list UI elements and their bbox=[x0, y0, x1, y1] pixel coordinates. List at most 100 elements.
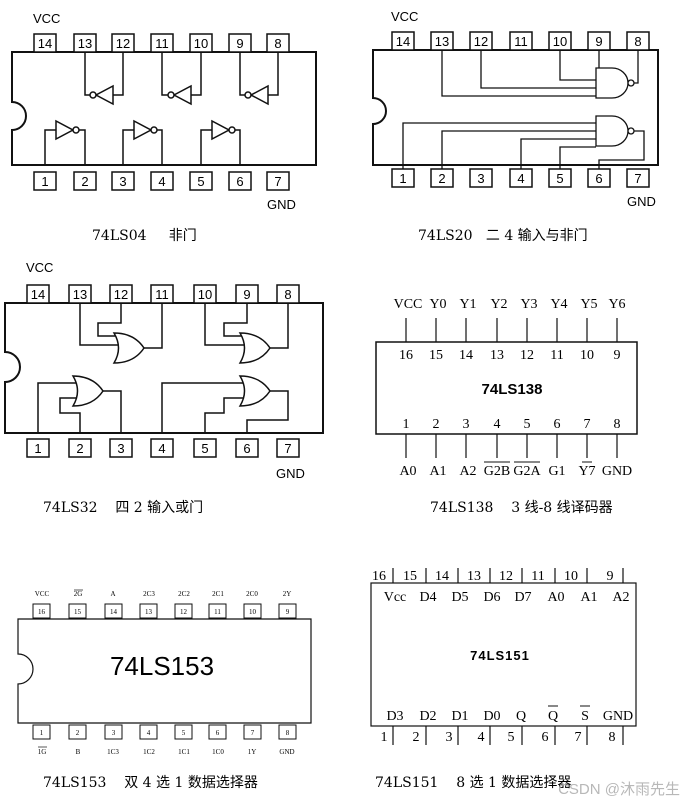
ls138-pin-5: 5 bbox=[524, 417, 531, 432]
ls32-pin-10: 10 bbox=[198, 287, 212, 302]
ls20-pin-13: 13 bbox=[435, 34, 449, 49]
ls153-pin-6: 6 bbox=[216, 729, 220, 737]
ls138-pin-14: 14 bbox=[459, 348, 473, 363]
ls151-label-d0: D0 bbox=[483, 709, 500, 724]
ls32-gnd-label: GND bbox=[276, 466, 305, 481]
ls151-bottom-leads bbox=[392, 726, 624, 745]
ls151-pin-3: 3 bbox=[446, 730, 453, 745]
ls20-chip-body bbox=[372, 49, 659, 166]
ls153-pin-7: 7 bbox=[251, 729, 255, 737]
ls138-label-g2b: G2B bbox=[484, 464, 510, 479]
ls20-bottom-pins: 1 2 3 4 5 6 7 bbox=[391, 168, 650, 188]
ls32-pin-12: 12 bbox=[114, 287, 128, 302]
ls32-pin-4: 4 bbox=[158, 441, 165, 456]
ls20-pin-6: 6 bbox=[595, 171, 602, 186]
ls151-label-gnd: GND bbox=[603, 709, 633, 724]
ls151-label-q-bar: Q bbox=[548, 709, 558, 724]
ls151-label-d5: D5 bbox=[451, 590, 468, 605]
ls151-label-a1: A1 bbox=[580, 590, 597, 605]
ls138-pin-7: 7 bbox=[584, 417, 591, 432]
ls138-pin-9: 9 bbox=[614, 348, 621, 363]
ls138-label-a1: A1 bbox=[429, 464, 446, 479]
ls153-label-2y: 2Y bbox=[283, 590, 292, 598]
ls32-pin-14: 14 bbox=[31, 287, 45, 302]
ls138-label-y1: Y1 bbox=[459, 297, 476, 312]
ls151-label-d6: D6 bbox=[483, 590, 500, 605]
ls151-bottom-nums: 1 2 3 4 5 6 7 8 bbox=[381, 730, 616, 745]
ls138-label-y4: Y4 bbox=[550, 297, 567, 312]
ls153-pin-15: 15 bbox=[74, 608, 82, 616]
ls153-label-gnd: GND bbox=[279, 748, 294, 756]
ls151-diagram: 16 15 14 13 12 11 10 9 Vcc D4 D5 D6 D7 A… bbox=[370, 568, 637, 791]
ls153-pin-4: 4 bbox=[147, 729, 151, 737]
ls153-bottom-labels: 1G B 1C3 1C2 1C1 1C0 1Y GND bbox=[38, 748, 295, 756]
ls151-label-vcc: Vcc bbox=[384, 590, 407, 605]
ls138-label-y3: Y3 bbox=[520, 297, 537, 312]
ls153-label-1g: 1G bbox=[38, 748, 47, 756]
ls138-pin-6: 6 bbox=[554, 417, 561, 432]
ls138-label-gnd: GND bbox=[602, 464, 632, 479]
ls153-pin-5: 5 bbox=[182, 729, 186, 737]
ls153-chip-body bbox=[17, 618, 312, 724]
ls20-pin-14: 14 bbox=[396, 34, 410, 49]
ls138-diagram: VCC Y0 Y1 Y2 Y3 Y4 Y5 Y6 16 15 14 13 12 … bbox=[375, 297, 638, 516]
ls20-pin-12: 12 bbox=[474, 34, 488, 49]
ls138-label-y7: Y7 bbox=[578, 464, 595, 479]
ls151-label-q: Q bbox=[516, 709, 526, 724]
ls138-label-a2: A2 bbox=[459, 464, 476, 479]
ls20-nand-gates bbox=[402, 50, 645, 169]
ls20-pin-5: 5 bbox=[556, 171, 563, 186]
ls138-pin-2: 2 bbox=[433, 417, 440, 432]
ls138-chip-body bbox=[375, 341, 638, 435]
ls32-pin-9: 9 bbox=[243, 287, 250, 302]
ls151-label-d7: D7 bbox=[514, 590, 531, 605]
ls04-bottom-pins: 1 2 3 4 5 6 7 bbox=[33, 171, 290, 191]
ls04-pin-12: 12 bbox=[116, 36, 130, 51]
ls138-top-nums: 16 15 14 13 12 11 10 9 bbox=[399, 348, 621, 363]
ls138-bottom-nums: 1 2 3 4 5 6 7 8 bbox=[403, 417, 621, 432]
ls138-chip-name: 74LS138 bbox=[482, 381, 543, 398]
ls04-pin-8: 8 bbox=[274, 36, 281, 51]
ls20-pin-7: 7 bbox=[634, 171, 641, 186]
ls04-pin-6: 6 bbox=[236, 174, 243, 189]
ls138-bottom-labels: A0 A1 A2 G2B G2A G1 Y7 GND bbox=[399, 464, 632, 479]
ls151-label-a0: A0 bbox=[547, 590, 564, 605]
ls153-label-2g: 2G bbox=[74, 590, 83, 598]
ls04-pin-13: 13 bbox=[78, 36, 92, 51]
ls151-pin-14: 14 bbox=[435, 569, 449, 584]
ls138-pin-1: 1 bbox=[403, 417, 410, 432]
ls151-label-s: S bbox=[581, 709, 589, 724]
ls153-diagram: VCC 2G A 2C3 2C2 2C1 2C0 2Y 16 15 14 13 … bbox=[17, 589, 312, 791]
ls153-label-1c1: 1C1 bbox=[178, 748, 190, 756]
ls153-label-2c2: 2C2 bbox=[178, 590, 190, 598]
ls20-pin-8: 8 bbox=[634, 34, 641, 49]
ls20-caption: 74LS20 二 4 输入与非门 bbox=[418, 228, 588, 244]
ls151-pin-2: 2 bbox=[413, 730, 420, 745]
ls138-label-y2: Y2 bbox=[490, 297, 507, 312]
ls153-pin-11: 11 bbox=[214, 608, 221, 616]
ls32-pin-2: 2 bbox=[76, 441, 83, 456]
ls138-label-a0: A0 bbox=[399, 464, 416, 479]
ls151-pin-4: 4 bbox=[478, 730, 485, 745]
ls138-label-vcc: VCC bbox=[394, 297, 423, 312]
ls32-pin-8: 8 bbox=[284, 287, 291, 302]
ls32-diagram: VCC 14 13 12 11 10 9 8 1 2 3 4 5 6 7 GND bbox=[4, 260, 324, 516]
ls04-pin-11: 11 bbox=[155, 36, 169, 51]
ls153-pin-12: 12 bbox=[180, 608, 188, 616]
ls151-pin-16: 16 bbox=[372, 569, 386, 584]
ls151-bottom-labels: D3 D2 D1 D0 Q Q S GND bbox=[386, 709, 633, 724]
ls151-pin-7: 7 bbox=[575, 730, 582, 745]
ls20-pin-11: 11 bbox=[514, 34, 528, 49]
ls04-vcc-label: VCC bbox=[33, 11, 60, 26]
ls32-pin-1: 1 bbox=[34, 441, 41, 456]
ls20-gnd-label: GND bbox=[627, 194, 656, 209]
ls20-pin-1: 1 bbox=[399, 171, 406, 186]
ls138-pin-10: 10 bbox=[580, 348, 594, 363]
ls04-chip-body bbox=[11, 51, 317, 166]
ls04-pin-2: 2 bbox=[81, 174, 88, 189]
ls04-pin-7: 7 bbox=[274, 174, 281, 189]
ls32-pin-3: 3 bbox=[117, 441, 124, 456]
ls32-chip-body bbox=[4, 302, 324, 434]
ls151-caption: 74LS151 8 选 1 数据选择器 bbox=[375, 775, 571, 791]
ls151-pin-8: 8 bbox=[609, 730, 616, 745]
